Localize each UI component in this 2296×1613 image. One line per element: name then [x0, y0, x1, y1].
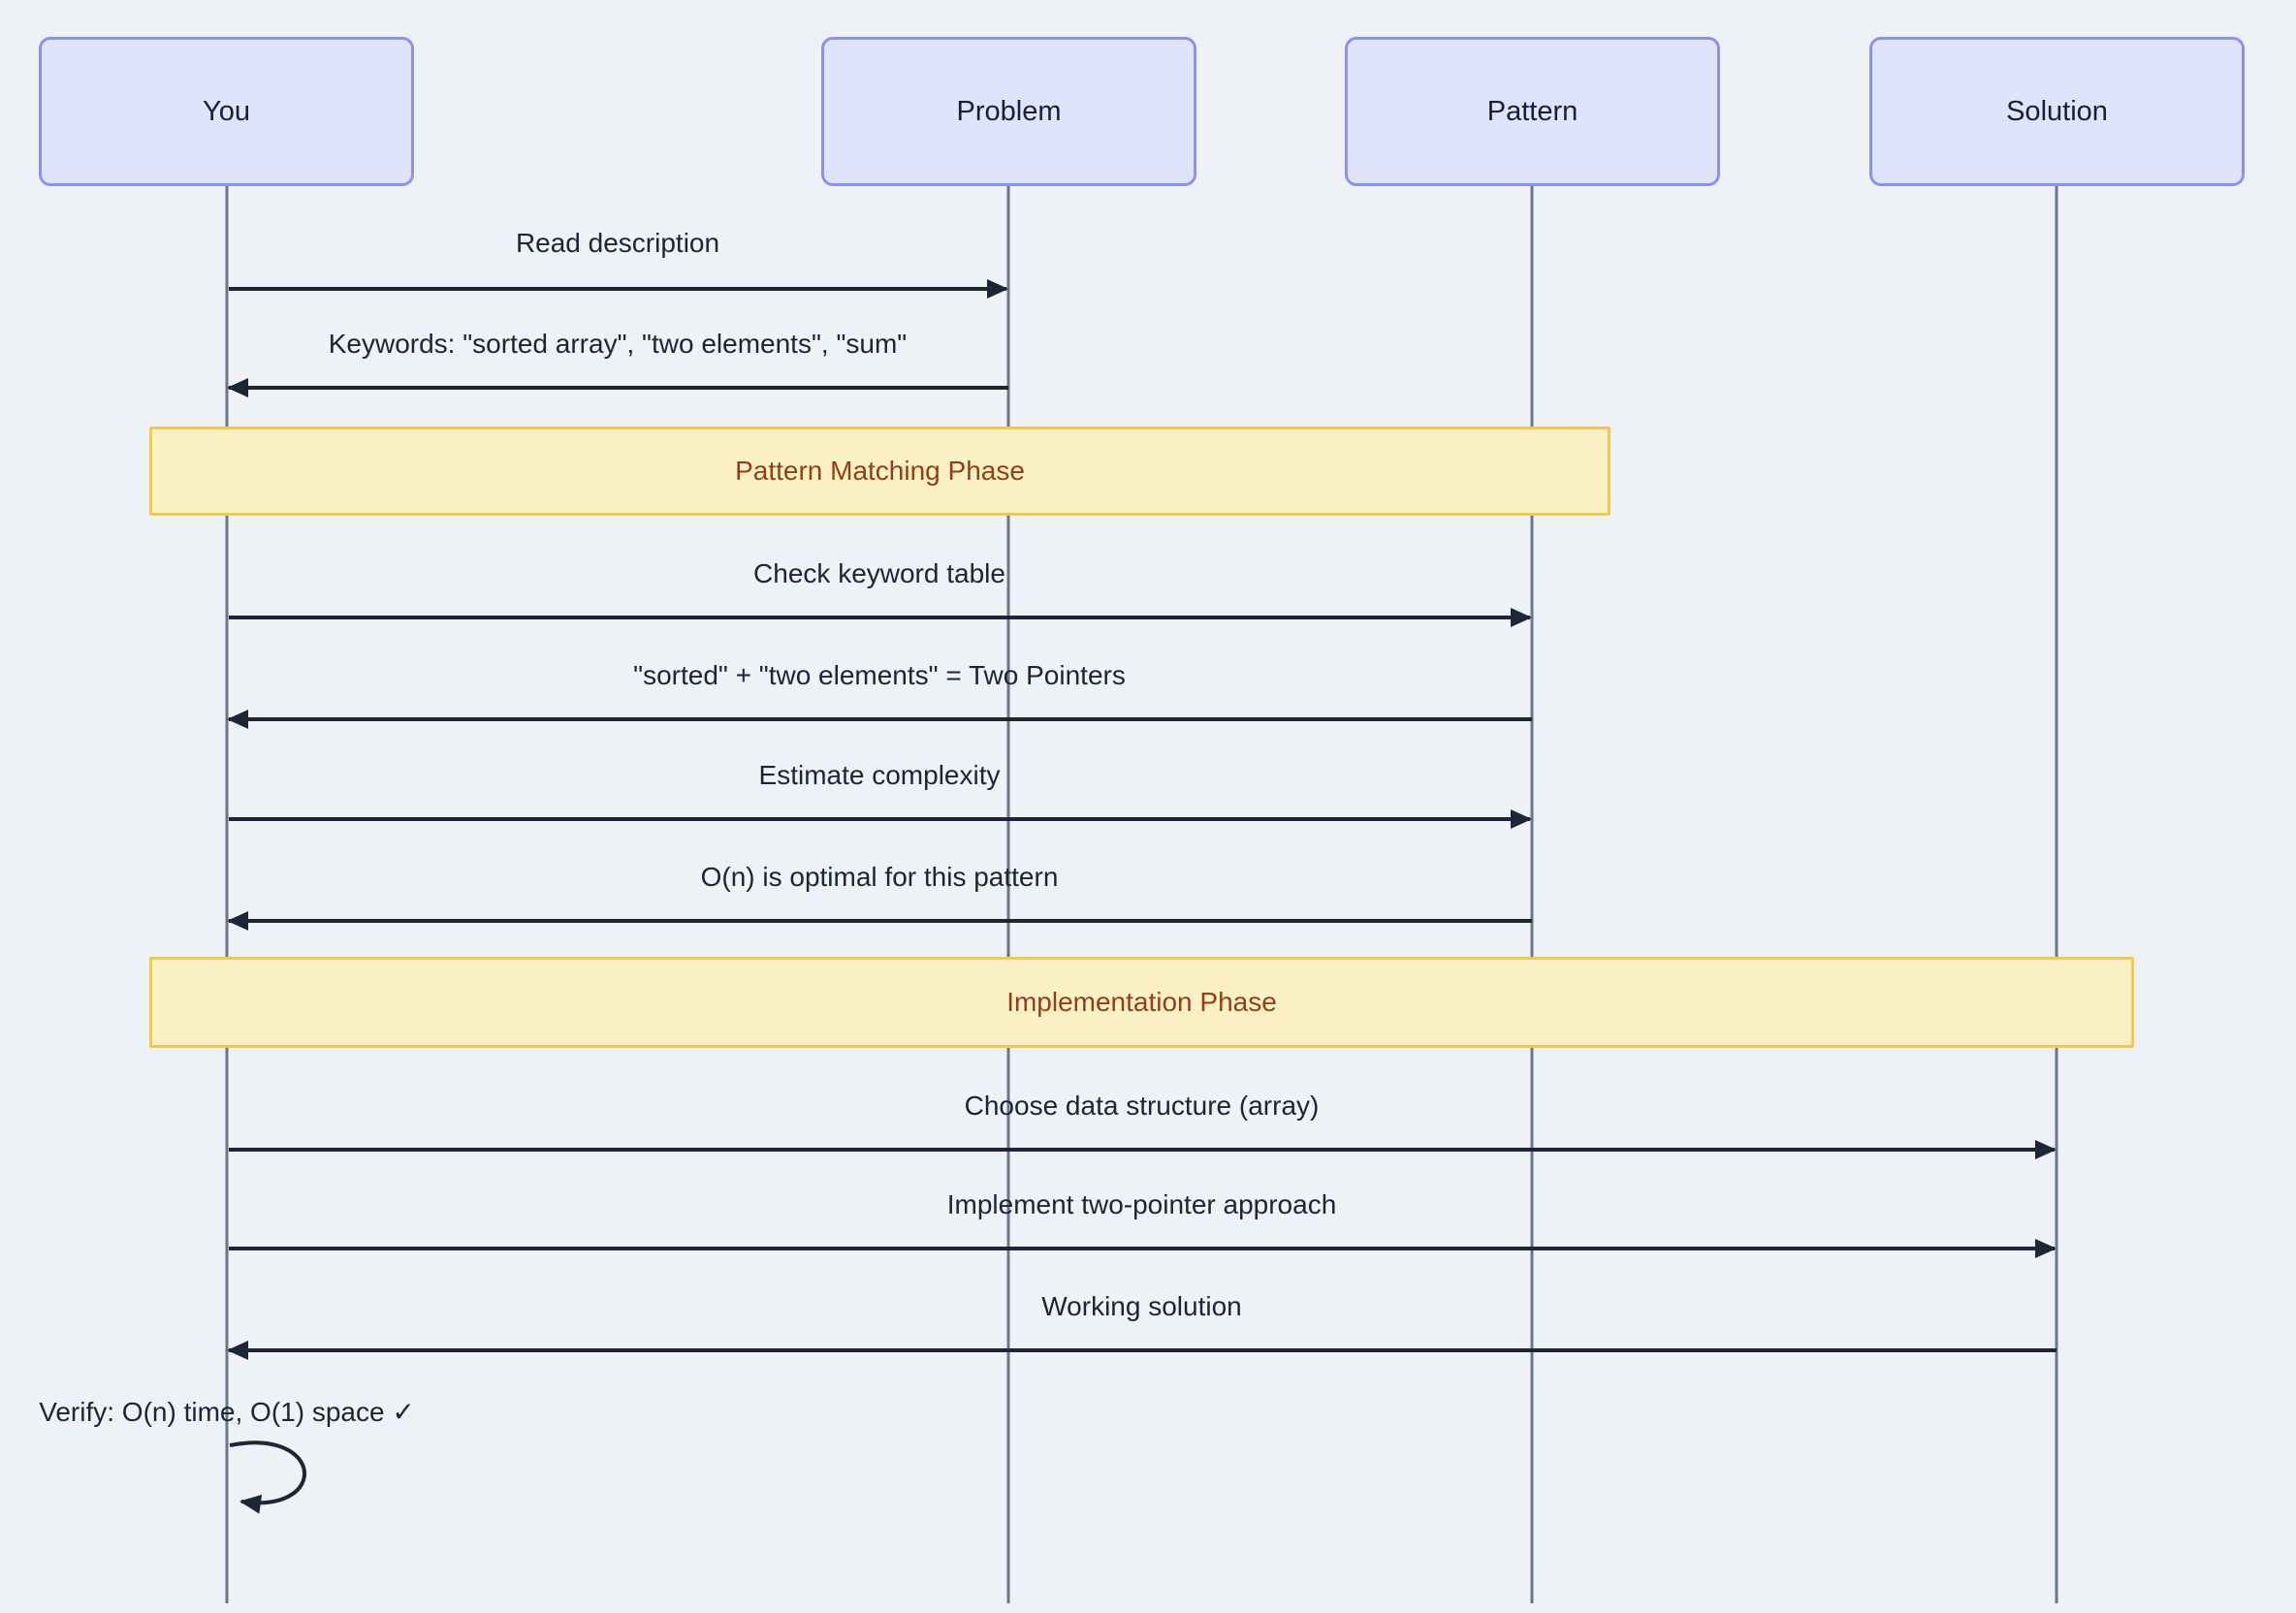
lifelines [225, 186, 2058, 1603]
message-label: O(n) is optimal for this pattern [700, 862, 1059, 892]
message-label: Read description [515, 228, 720, 258]
message-label: Implement two-pointer approach [946, 1189, 1337, 1219]
message-label: Choose data structure (array) [964, 1091, 1320, 1121]
note-implementation-phase: Implementation Phase [149, 957, 2134, 1048]
note-pattern-matching-phase: Pattern Matching Phase [149, 427, 1610, 516]
actor-label: Solution [2006, 95, 2108, 127]
self-message-label: Verify: O(n) time, O(1) space ✓ [39, 1397, 415, 1427]
self-loop-verify [229, 1440, 306, 1514]
message-arrows [227, 279, 2057, 1514]
actor-label: Problem [956, 95, 1062, 127]
note-label: Pattern Matching Phase [735, 456, 1025, 486]
message-label: Working solution [1041, 1291, 1242, 1321]
message-label: Estimate complexity [758, 760, 1001, 790]
message-label: "sorted" + "two elements" = Two Pointers [633, 660, 1126, 690]
message-label: Check keyword table [753, 558, 1005, 588]
actor-label: Pattern [1486, 95, 1578, 127]
actor-box-you: You [39, 37, 414, 186]
actor-box-pattern: Pattern [1345, 37, 1720, 186]
actor-box-solution: Solution [1869, 37, 2245, 186]
note-label: Implementation Phase [1006, 987, 1277, 1017]
actor-label: You [203, 95, 250, 127]
message-label: Keywords: "sorted array", "two elements"… [328, 329, 908, 359]
actor-box-problem: Problem [821, 37, 1196, 186]
